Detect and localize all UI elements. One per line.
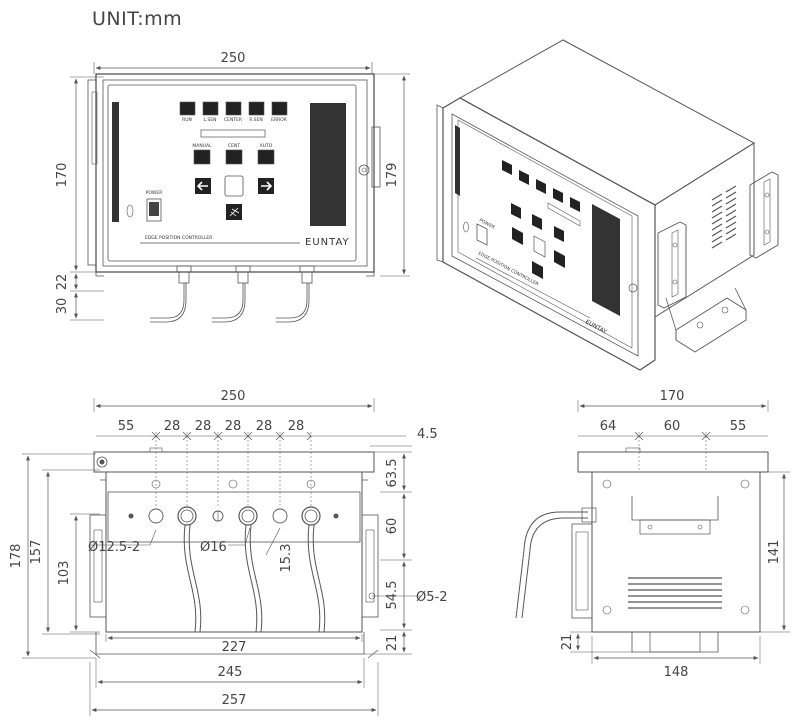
panel-brand: EUNTAY	[305, 237, 350, 248]
dim-bottom-250: 250	[221, 389, 246, 404]
mode-label-auto: AUTO	[260, 143, 273, 149]
dim-front-179: 179	[385, 163, 400, 188]
dim-front-170: 170	[55, 163, 70, 188]
hole-label-5: Ø5-2	[416, 590, 447, 605]
side-view-text: 170 64 60 55 141 21 148	[560, 389, 782, 680]
iso-view	[436, 39, 779, 371]
dim-side-170: 170	[660, 389, 685, 404]
dim-spacing-55: 55	[118, 419, 135, 434]
side-view	[515, 400, 790, 664]
dim-front-22: 22	[55, 274, 70, 291]
button-label-error: ERROR	[271, 117, 287, 123]
front-view-text: RUN L.SEN CENTER R.SEN ERROR MANUAL CENT…	[55, 51, 400, 314]
dim-side-141: 141	[767, 540, 782, 565]
dim-257: 257	[222, 693, 247, 708]
dim-spacing-28e: 28	[288, 419, 305, 434]
dim-side-60: 60	[664, 419, 681, 434]
dim-spacing-28c: 28	[225, 419, 242, 434]
dim-63-5: 63.5	[385, 459, 400, 488]
dim-4-5: 4.5	[417, 427, 438, 442]
dim-227: 227	[222, 640, 247, 655]
dim-157: 157	[29, 540, 44, 565]
iso-panel-title: EDGE POSITION CONTROLLER	[477, 250, 539, 287]
mode-label-manual: MANUAL	[192, 143, 212, 149]
front-view	[70, 62, 410, 323]
dim-front-250: 250	[221, 51, 246, 66]
button-label-rsen: R.SEN	[249, 117, 262, 123]
dim-spacing-28b: 28	[195, 419, 212, 434]
dim-front-30: 30	[55, 298, 70, 315]
dim-side-64: 64	[600, 419, 617, 434]
mode-label-cent: CENT	[228, 143, 240, 149]
hole-label-16: Ø16	[200, 540, 227, 555]
dim-103: 103	[57, 561, 72, 586]
dim-245: 245	[218, 665, 243, 680]
dim-side-21: 21	[560, 634, 575, 651]
dim-side-148: 148	[664, 665, 689, 680]
dim-spacing-28d: 28	[256, 419, 273, 434]
dim-178: 178	[9, 544, 24, 569]
bottom-view-text: 250 55 28 28 28 28 28 4.5 63.5 60 54.5 2…	[9, 389, 447, 708]
bottom-view	[22, 398, 420, 716]
hole-label-12-5: Ø12.5-2	[88, 540, 140, 555]
button-label-lsen: L.SEN	[203, 117, 216, 123]
power-label: POWER	[146, 190, 163, 196]
dim-spacing-28a: 28	[164, 419, 181, 434]
dim-side-55: 55	[730, 419, 747, 434]
dim-54-5: 54.5	[385, 581, 400, 610]
dim-15-3: 15.3	[279, 544, 294, 573]
unit-label: UNIT:mm	[92, 8, 183, 30]
dim-bottom-60: 60	[385, 518, 400, 535]
button-label-run: RUN	[182, 117, 192, 123]
button-label-center: CENTER	[224, 117, 242, 123]
panel-title: EDGE POSITION CONTROLLER	[145, 235, 212, 241]
dim-bottom-21: 21	[385, 635, 400, 652]
